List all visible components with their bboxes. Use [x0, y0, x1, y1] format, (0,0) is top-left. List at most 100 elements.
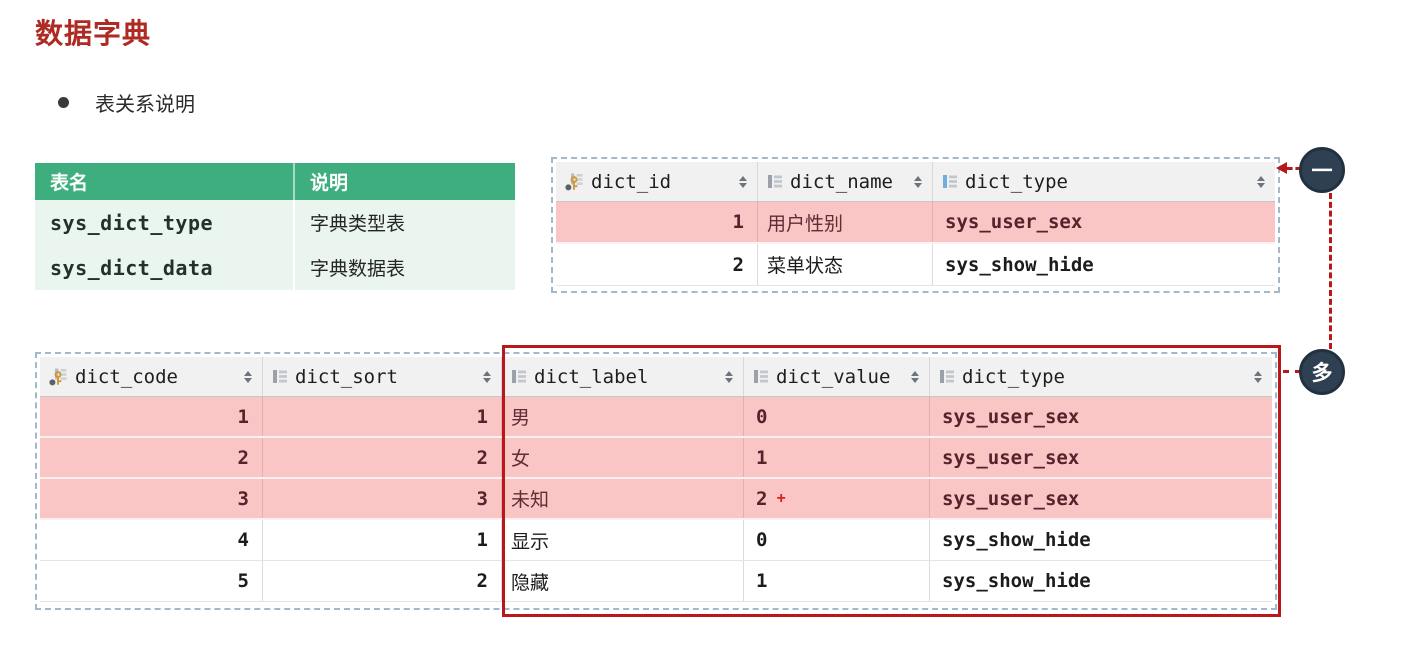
cell-value: 2 — [476, 570, 488, 592]
column-header-dict_type[interactable]: dict_type — [933, 162, 1275, 201]
cell-dict_code[interactable]: 1 — [40, 397, 263, 436]
cell-value: sys_show_hide — [942, 570, 1091, 592]
bullet-label: 表关系说明 — [95, 94, 195, 116]
cell-dict_value[interactable]: 1 — [744, 561, 930, 601]
column-header-dict_sort[interactable]: dict_sort — [263, 357, 502, 396]
column-header-dict_name[interactable]: dict_name — [758, 162, 933, 201]
cell-dict_sort[interactable]: 3 — [263, 479, 502, 518]
column-icon — [511, 369, 527, 385]
cell-dict_value[interactable]: 0 — [744, 397, 930, 436]
bullet-icon — [58, 97, 69, 108]
cell-dict_type[interactable]: sys_show_hide — [930, 561, 1272, 601]
column-icon — [767, 174, 783, 190]
column-header-dict_code[interactable]: dict_code — [40, 357, 263, 396]
cell-value: 5 — [237, 570, 249, 592]
column-label: dict_code — [75, 365, 178, 388]
cell-dict_name[interactable]: 菜单状态 — [758, 244, 933, 285]
column-header-dict_type[interactable]: dict_type — [930, 357, 1272, 396]
cell-dict_code[interactable]: 5 — [40, 561, 263, 601]
cell-value: 2 — [476, 446, 488, 469]
cell-value: 0 — [756, 405, 768, 428]
cell-dict_type[interactable]: sys_user_sex — [930, 397, 1272, 436]
cell-value: 显示 — [511, 531, 550, 553]
cell-dict_type[interactable]: sys_user_sex — [930, 438, 1272, 477]
bullet-item: 表关系说明 — [58, 88, 195, 117]
cell-dict_sort[interactable]: 2 — [263, 438, 502, 477]
cell-dict_type[interactable]: sys_user_sex — [930, 479, 1272, 518]
column-label: dict_id — [591, 170, 672, 193]
cell-dict_type[interactable]: sys_user_sex — [933, 202, 1275, 242]
cell-value: sys_show_hide — [945, 253, 1094, 276]
cell-dict_sort[interactable]: 2 — [263, 561, 502, 601]
column-icon — [753, 369, 769, 385]
sort-arrows-icon[interactable] — [483, 370, 491, 383]
cell-value: 1 — [732, 211, 744, 233]
sort-arrows-icon[interactable] — [739, 175, 747, 188]
cell-dict_label[interactable]: 隐藏 — [502, 561, 744, 601]
cell-value: 菜单状态 — [767, 256, 844, 277]
cell-dict_sort[interactable]: 1 — [263, 397, 502, 436]
sort-arrows-icon[interactable] — [1254, 370, 1262, 383]
cell-dict_code[interactable]: 2 — [40, 438, 263, 477]
sort-arrows-icon[interactable] — [244, 370, 252, 383]
legend-cell-description: 字典数据表 — [310, 259, 406, 280]
cell-dict_id[interactable]: 2 — [556, 244, 758, 285]
legend-cell-description: 字典类型表 — [310, 214, 406, 235]
relation-arrow-icon — [1276, 162, 1287, 174]
cell-value: 2 — [756, 487, 768, 510]
column-header-dict_id[interactable]: dict_id — [556, 162, 758, 201]
cell-dict_code[interactable]: 3 — [40, 479, 263, 518]
cell-value: 2 — [732, 253, 744, 276]
cell-dict_value[interactable]: 2+ — [744, 479, 930, 518]
column-icon-blue — [942, 174, 958, 190]
grid-header-row: dict_id dict_name dict_type — [556, 162, 1275, 202]
cell-value: 用户性别 — [767, 213, 844, 235]
cell-dict_code[interactable]: 4 — [40, 520, 263, 560]
legend-header-description: 说明 — [310, 173, 349, 194]
column-header-dict_label[interactable]: dict_label — [502, 357, 744, 396]
cell-dict_label[interactable]: 男 — [502, 397, 744, 436]
cell-dict_name[interactable]: 用户性别 — [758, 202, 933, 242]
sort-arrows-icon[interactable] — [725, 370, 733, 383]
table-row[interactable]: 1 用户性别 sys_user_sex — [556, 202, 1275, 244]
cell-value: 1 — [476, 529, 488, 551]
dict-type-table[interactable]: dict_id dict_name dict_type 1 用户性别 sys_user_s… — [551, 157, 1280, 293]
legend-table-row: sys_dict_data 字典数据表 — [35, 245, 515, 290]
cell-value: sys_user_sex — [945, 211, 1083, 233]
cell-dict_sort[interactable]: 1 — [263, 520, 502, 560]
cell-value: sys_user_sex — [942, 487, 1080, 510]
cell-dict_id[interactable]: 1 — [556, 202, 758, 242]
cell-value: 隐藏 — [511, 572, 550, 594]
cell-dict_label[interactable]: 未知 — [502, 479, 744, 518]
cell-value: 1 — [756, 570, 768, 592]
cell-dict_label[interactable]: 显示 — [502, 520, 744, 560]
cell-value: 4 — [237, 529, 249, 551]
column-label: dict_name — [790, 170, 893, 193]
cell-dict_value[interactable]: 1 — [744, 438, 930, 477]
table-row[interactable]: 5 2 隐藏 1 sys_show_hide — [40, 561, 1272, 602]
cell-value: 未知 — [511, 490, 550, 511]
sort-arrows-icon[interactable] — [914, 175, 922, 188]
primary-key-column-icon — [49, 368, 68, 386]
cell-value: sys_user_sex — [942, 405, 1080, 428]
cell-dict_type[interactable]: sys_show_hide — [933, 244, 1275, 285]
cell-value: 2 — [237, 446, 249, 469]
column-header-dict_value[interactable]: dict_value — [744, 357, 930, 396]
table-row[interactable]: 2 菜单状态 sys_show_hide — [556, 244, 1275, 286]
cell-value: sys_user_sex — [942, 446, 1080, 469]
legend-cell-table-name: sys_dict_data — [35, 245, 295, 290]
sort-arrows-icon[interactable] — [1257, 175, 1265, 188]
relation-dashed-line-many — [1283, 370, 1301, 373]
cell-dict_type[interactable]: sys_show_hide — [930, 520, 1272, 560]
cell-dict_label[interactable]: 女 — [502, 438, 744, 477]
sort-arrows-icon[interactable] — [911, 370, 919, 383]
column-icon — [939, 369, 955, 385]
cell-dict_value[interactable]: 0 — [744, 520, 930, 560]
